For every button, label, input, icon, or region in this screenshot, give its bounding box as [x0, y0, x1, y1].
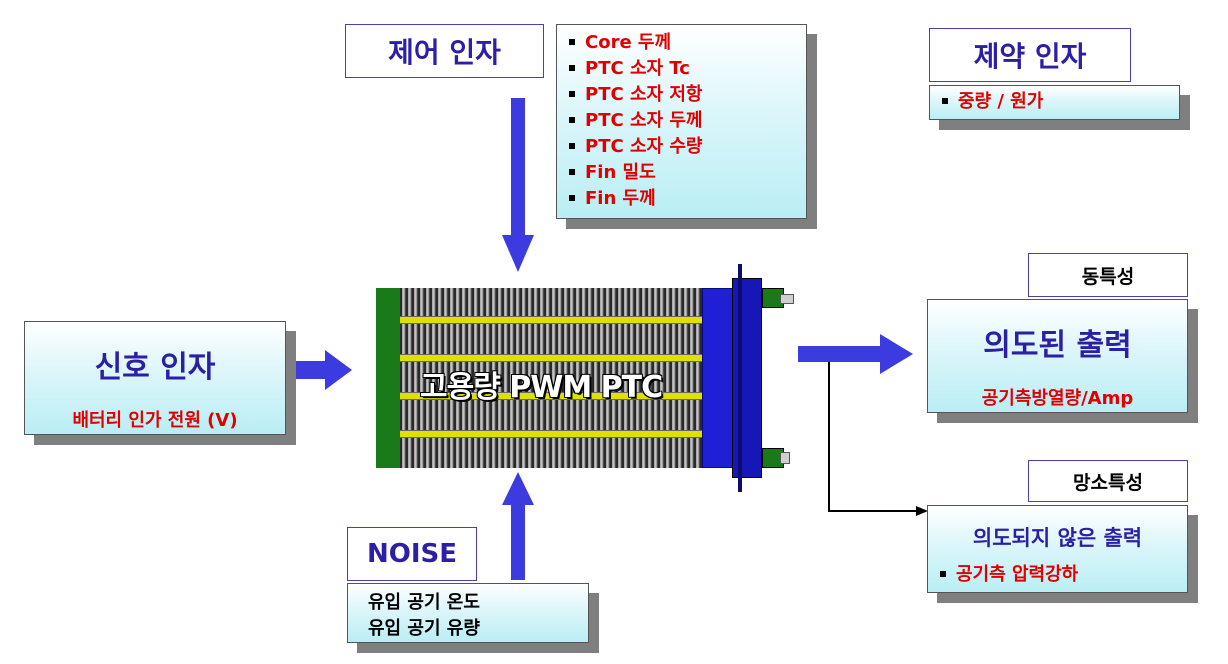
dynamic-subtitle: 공기측방열량/Amp — [981, 388, 1134, 409]
output-right-arrow — [798, 334, 913, 374]
dynamic-title: 의도된 출력 — [983, 328, 1132, 363]
list-item: Fin 두께 — [569, 186, 806, 212]
heater-connector-plate — [732, 278, 762, 478]
signal-subtitle: 배터리 인가 전원 (V) — [72, 410, 238, 431]
noise-item: 유입 공기 온도 — [368, 592, 480, 613]
heater-bar — [400, 354, 706, 362]
heater-illustration: 고용량 PWM PTC — [376, 264, 796, 494]
noise-title-box: NOISE — [347, 527, 477, 581]
noise-title: NOISE — [366, 539, 458, 569]
heater-bar — [400, 316, 706, 324]
list-item: Core 두께 — [569, 30, 806, 56]
control-down-arrow — [502, 98, 534, 272]
list-item: Fin 밀도 — [569, 160, 806, 186]
heater-terminal-pin — [780, 294, 794, 304]
waste-title: 의도되지 않은 출력 — [972, 526, 1143, 550]
heater-label: 고용량 PWM PTC — [420, 370, 663, 405]
list-item: 공기측 압력강하 — [940, 562, 1078, 588]
waste-list: 공기측 압력강하 — [940, 562, 1078, 588]
noise-up-arrow — [502, 472, 534, 580]
list-item: PTC 소자 저항 — [569, 82, 806, 108]
signal-title: 신호 인자 — [94, 350, 216, 385]
constraint-title: 제약 인자 — [973, 40, 1087, 73]
noise-item: 유입 공기 유량 — [368, 618, 480, 639]
heater-bar — [400, 392, 706, 400]
list-item: PTC 소자 두께 — [569, 108, 806, 134]
waste-connector-head — [916, 506, 928, 516]
waste-label: 망소특성 — [1073, 471, 1143, 494]
signal-box: 신호 인자 배터리 인가 전원 (V) — [24, 321, 286, 435]
waste-label-box: 망소특성 — [1028, 460, 1188, 502]
control-title: 제어 인자 — [388, 36, 501, 69]
signal-right-arrow — [295, 350, 352, 390]
list-item: PTC 소자 수량 — [569, 134, 806, 160]
constraint-list: 중량 / 원가 — [942, 89, 1179, 115]
constraint-title-box: 제약 인자 — [929, 28, 1131, 82]
list-item: PTC 소자 Tc — [569, 56, 806, 82]
dynamic-label: 동특성 — [1081, 265, 1135, 288]
control-title-box: 제어 인자 — [345, 24, 544, 78]
heater-connector-rod — [738, 264, 742, 492]
list-item: 중량 / 원가 — [942, 89, 1179, 115]
heater-bar — [400, 430, 706, 438]
control-list-box: Core 두께 PTC 소자 Tc PTC 소자 저항 PTC 소자 두께 PT… — [556, 24, 807, 219]
dynamic-label-box: 동특성 — [1028, 253, 1188, 297]
heater-terminal-pin — [780, 452, 790, 464]
dynamic-output-box: 의도된 출력 공기측방열량/Amp — [927, 299, 1188, 413]
waste-output-box: 의도되지 않은 출력 공기측 압력강하 — [927, 505, 1188, 593]
control-list: Core 두께 PTC 소자 Tc PTC 소자 저항 PTC 소자 두께 PT… — [569, 30, 806, 212]
noise-list-box: 유입 공기 온도 유입 공기 유량 — [347, 583, 589, 643]
heater-left-frame — [376, 288, 400, 468]
constraint-list-box: 중량 / 원가 — [929, 85, 1180, 120]
waste-connector — [828, 362, 920, 512]
